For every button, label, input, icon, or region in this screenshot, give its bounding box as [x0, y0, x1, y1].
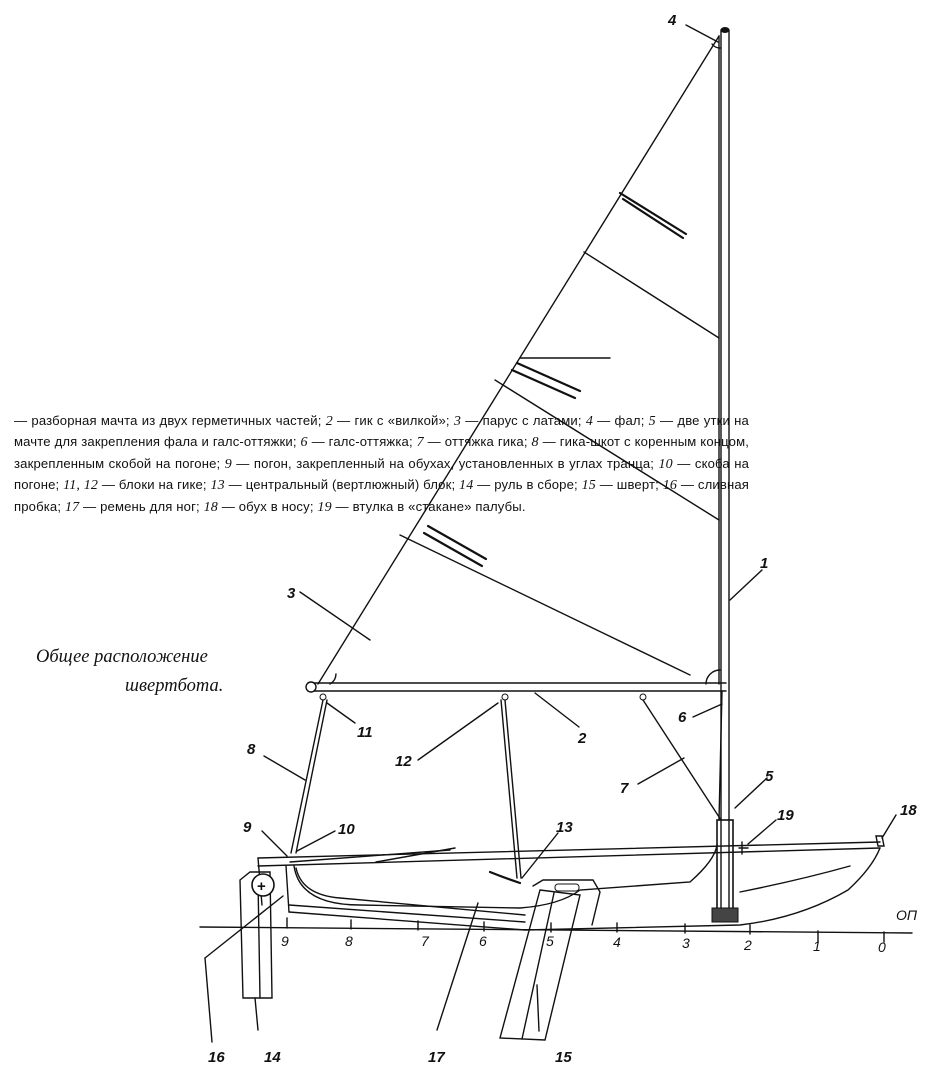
station-4: 4: [613, 934, 621, 950]
callout-19: 19: [777, 807, 794, 824]
station-2: 2: [743, 937, 752, 953]
station-3: 3: [682, 935, 690, 951]
callout-13: 13: [556, 819, 573, 836]
callout-6: 6: [678, 709, 687, 726]
callout-15: 15: [555, 1049, 572, 1066]
callout-16: 16: [208, 1049, 225, 1066]
rigging: [290, 690, 723, 879]
callout-14: 14: [264, 1049, 281, 1066]
boom: [305, 681, 727, 701]
legend-caption: — разборная мачта из двух герметичных ча…: [14, 413, 750, 515]
svg-text:+: +: [257, 878, 266, 895]
station-8: 8: [345, 933, 353, 949]
legend-item-1: — разборная мачта из двух герметичных ча…: [14, 413, 322, 428]
callout-9: 9: [243, 819, 252, 836]
callout-4: 4: [667, 12, 677, 29]
callout-8: 8: [247, 741, 256, 758]
callout-numbers: 4 1 2 3 5 6 7 8 9 10 11 12 13 14 15 16 1…: [208, 12, 917, 1066]
centerboard: [499, 889, 581, 1041]
hull: [257, 835, 885, 931]
station-labels: 9 8 7 6 5 4 3 2 1 0 ОП: [281, 907, 918, 955]
callout-1: 1: [760, 555, 768, 572]
sail-batten: [618, 191, 688, 240]
callout-2: 2: [577, 730, 587, 747]
callout-12: 12: [395, 753, 412, 770]
sail-batten: [422, 524, 488, 568]
station-5: 5: [546, 933, 554, 949]
callout-18: 18: [900, 802, 917, 819]
station-9: 9: [281, 933, 289, 949]
callout-7: 7: [620, 780, 629, 797]
station-7: 7: [421, 933, 430, 949]
rudder: +: [239, 871, 275, 999]
callout-11: 11: [357, 724, 373, 741]
baseline: [199, 917, 913, 943]
station-0: 0: [878, 939, 886, 955]
callout-17: 17: [428, 1049, 445, 1066]
callout-10: 10: [338, 821, 355, 838]
sail: [317, 35, 721, 685]
sail-batten: [510, 361, 582, 400]
station-6: 6: [479, 933, 487, 949]
callout-5: 5: [765, 768, 774, 785]
callout-3: 3: [287, 585, 296, 602]
station-1: 1: [813, 938, 821, 954]
figure-title-line-1: Общее расположение: [36, 647, 208, 667]
baseline-label: ОП: [896, 907, 918, 923]
figure-title-line-2: швертбота.: [125, 676, 224, 696]
mast: [711, 27, 739, 923]
leader-lines: [204, 24, 897, 1043]
